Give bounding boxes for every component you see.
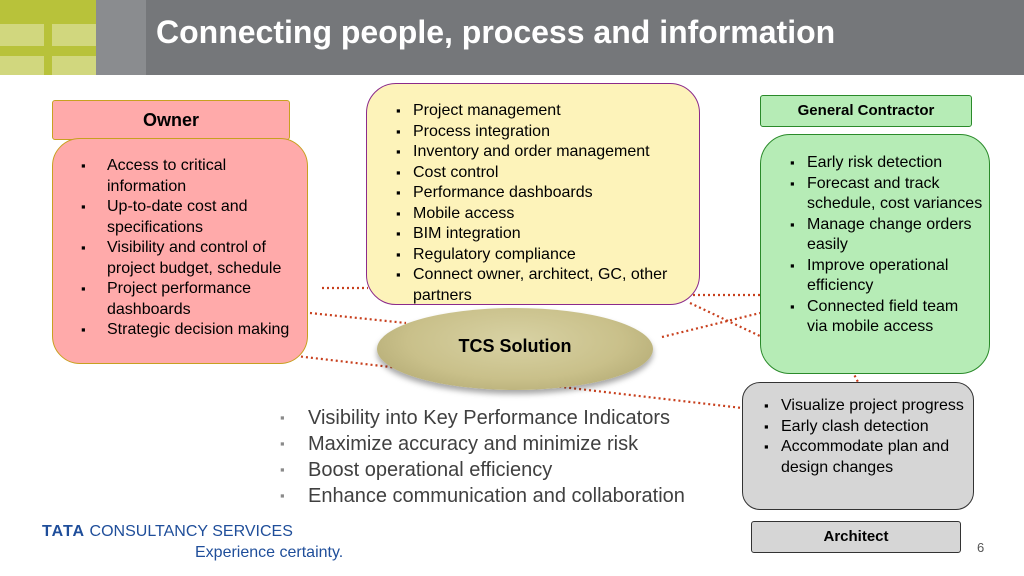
benefit-item: Visibility into Key Performance Indicato… bbox=[276, 405, 685, 431]
owner-panel: Access to critical information Up-to-dat… bbox=[52, 138, 308, 364]
page-number: 6 bbox=[977, 540, 985, 555]
capabilities-panel: Project management Process integration I… bbox=[366, 83, 700, 305]
owner-item: Access to critical information bbox=[61, 156, 301, 197]
benefit-item: Maximize accuracy and minimize risk bbox=[276, 431, 685, 457]
header-bar: Connecting people, process and informati… bbox=[0, 0, 1024, 75]
architect-panel: Visualize project progress Early clash d… bbox=[742, 382, 974, 510]
capability-item: Regulatory compliance bbox=[391, 245, 689, 266]
capability-item: Mobile access bbox=[391, 204, 689, 225]
architect-item: Visualize project progress bbox=[759, 396, 967, 417]
benefits-list: Visibility into Key Performance Indicato… bbox=[276, 405, 685, 509]
capability-item: BIM integration bbox=[391, 224, 689, 245]
connector-line bbox=[309, 311, 407, 325]
general-contractor-item: Connected field team via mobile access bbox=[785, 297, 983, 338]
header-decoration-tile bbox=[96, 0, 146, 75]
capability-item: Project management bbox=[391, 101, 689, 122]
tcs-solution-label: TCS Solution bbox=[458, 336, 572, 356]
tagline: Experience certainty. bbox=[195, 544, 344, 561]
capability-item: Performance dashboards bbox=[391, 183, 689, 204]
general-contractor-item: Early risk detection bbox=[785, 153, 983, 174]
owner-item: Strategic decision making bbox=[61, 320, 301, 341]
benefit-item: Boost operational efficiency bbox=[276, 457, 685, 483]
general-contractor-item: Improve operational efficiency bbox=[785, 256, 983, 297]
owner-item: Visibility and control of project budget… bbox=[61, 238, 301, 279]
owner-item: Up-to-date cost and specifications bbox=[61, 197, 301, 238]
architect-item: Early clash detection bbox=[759, 417, 967, 438]
capability-item: Inventory and order management bbox=[391, 142, 689, 163]
capability-item: Connect owner, architect, GC, other part… bbox=[391, 265, 689, 306]
owner-item: Project performance dashboards bbox=[61, 279, 301, 320]
header-decoration bbox=[0, 0, 96, 75]
capability-item: Process integration bbox=[391, 122, 689, 143]
logo-company: CONSULTANCY SERVICES bbox=[89, 523, 293, 540]
slide-title: Connecting people, process and informati… bbox=[156, 14, 836, 50]
capability-item: Cost control bbox=[391, 163, 689, 184]
logo-brand: TATA bbox=[42, 523, 86, 540]
benefit-item: Enhance communication and collaboration bbox=[276, 483, 685, 509]
owner-label: Owner bbox=[52, 100, 290, 140]
architect-label: Architect bbox=[751, 521, 961, 553]
tcs-solution-ellipse bbox=[377, 308, 653, 390]
general-contractor-item: Manage change orders easily bbox=[785, 215, 983, 256]
general-contractor-label: General Contractor bbox=[760, 95, 972, 127]
general-contractor-panel: Early risk detection Forecast and track … bbox=[760, 134, 990, 374]
general-contractor-item: Forecast and track schedule, cost varian… bbox=[785, 174, 983, 215]
architect-item: Accommodate plan and design changes bbox=[759, 437, 967, 478]
tcs-logo: TATA CONSULTANCY SERVICES bbox=[42, 523, 293, 541]
connector-line bbox=[661, 311, 761, 339]
